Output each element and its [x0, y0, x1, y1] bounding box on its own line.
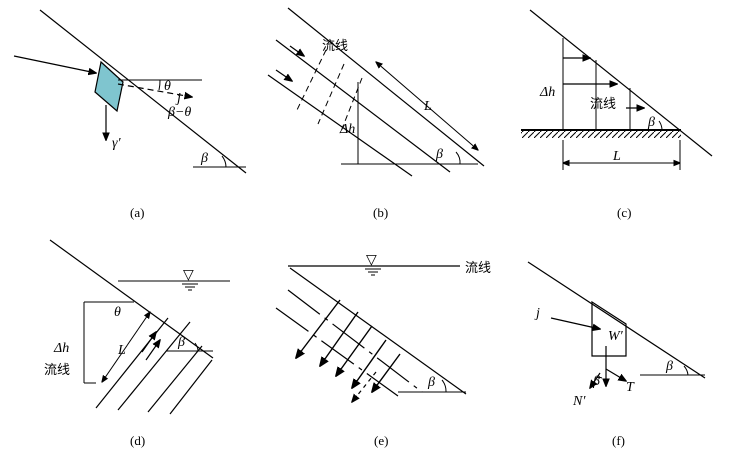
label-theta: θ — [114, 305, 121, 320]
panel-c: Δh 流线 β L (c) — [521, 9, 713, 220]
seepage-force-arrow — [117, 83, 192, 97]
panel-e: ▽ 流线 β (e) — [275, 253, 491, 448]
label-beta: β — [427, 375, 435, 390]
caption-e: (e) — [374, 433, 388, 448]
panel-b: 流线 L Δh β (b) — [267, 7, 485, 220]
caption-b: (b) — [373, 205, 388, 220]
tangential-force-arrow — [605, 368, 626, 381]
equipotential-2 — [317, 63, 345, 125]
seepage-force-arrow — [550, 317, 600, 329]
beta-arc — [658, 120, 663, 131]
water-level-symbol: ▽ — [366, 253, 377, 268]
flow-arrow-4 — [352, 339, 387, 388]
flow-arrow-6 — [352, 371, 377, 402]
label-j: j — [175, 91, 181, 106]
label-beta: β — [647, 115, 655, 130]
label-beta: β — [200, 151, 208, 166]
panel-f: j W′ β β T N′ (f) — [527, 261, 706, 448]
seepage-line-2 — [117, 321, 191, 411]
theta-arc — [158, 79, 161, 91]
beta-arc — [455, 151, 461, 165]
label-N-prime: N′ — [572, 394, 586, 409]
equipotential-1 — [295, 49, 327, 113]
label-W-prime: W′ — [608, 329, 624, 344]
caption-a: (a) — [130, 205, 144, 220]
beta-arc — [194, 342, 199, 352]
slope-line — [39, 9, 247, 174]
label-L: L — [612, 149, 621, 164]
normal-force-arrow — [590, 372, 601, 388]
caption-f: (f) — [612, 433, 625, 448]
slope-line — [49, 239, 214, 359]
equipotential-2 — [275, 307, 399, 397]
beta-arc — [683, 365, 689, 376]
seepage-line-4 — [169, 359, 213, 415]
label-L: L — [117, 343, 126, 358]
caption-c: (c) — [617, 205, 631, 220]
label-delta-h: Δh — [53, 341, 69, 356]
label-streamline: 流线 — [44, 363, 70, 378]
label-streamline: 流线 — [322, 39, 348, 54]
label-beta-minus-theta: β−θ — [167, 105, 191, 120]
length-dimension — [376, 62, 478, 150]
label-delta-h: Δh — [339, 122, 355, 137]
label-beta: β — [435, 147, 443, 162]
seepage-line-3 — [147, 345, 203, 413]
slope-line — [529, 9, 713, 157]
label-j: j — [534, 306, 540, 321]
slope-line-3 — [267, 74, 413, 177]
flow-arrow-3 — [336, 325, 373, 376]
beta-arc — [441, 379, 447, 393]
label-T: T — [626, 380, 635, 395]
label-L: L — [423, 99, 432, 114]
label-theta: θ — [164, 79, 171, 94]
label-beta: β — [665, 359, 673, 374]
label-delta-h: Δh — [539, 85, 555, 100]
beta-small-arc — [595, 376, 603, 379]
label-streamline: 流线 — [590, 97, 616, 112]
label-beta: β — [177, 335, 185, 350]
label-beta-small: β — [592, 374, 600, 389]
caption-d: (d) — [130, 433, 145, 448]
soil-element — [94, 60, 124, 113]
label-streamline: 流线 — [465, 261, 491, 276]
flow-arrow-5 — [372, 353, 401, 392]
ground-hatch — [521, 130, 681, 138]
water-level-symbol: ▽ — [183, 268, 194, 283]
label-gamma-prime: γ′ — [112, 136, 122, 151]
length-dimension — [102, 312, 150, 382]
flow-arrow-1 — [296, 299, 341, 358]
slope-line-1 — [287, 7, 485, 167]
flow-arrow-2 — [320, 311, 359, 366]
slope-line — [527, 261, 706, 379]
equipotential-1 — [287, 289, 423, 393]
panel-d: ▽ θ L β Δh 流线 (d) — [44, 239, 230, 448]
inflow-arrow — [13, 55, 96, 73]
flow-arrow-2 — [275, 69, 292, 81]
panel-a: θ j β−θ γ′ β (a) — [13, 9, 247, 220]
soil-element — [591, 300, 627, 357]
flow-arrow-1 — [289, 45, 304, 56]
slope-line — [289, 267, 467, 395]
beta-arc — [221, 155, 227, 168]
